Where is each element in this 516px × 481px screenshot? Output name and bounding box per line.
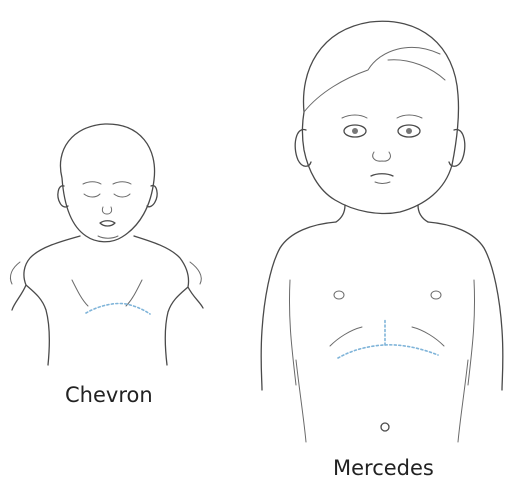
infant-arm-left-line — [10, 262, 20, 284]
toddler-right-arm-inner — [468, 280, 475, 385]
infant-chest-left — [72, 280, 88, 306]
toddler-mouth — [371, 174, 393, 176]
toddler-nose — [373, 152, 391, 161]
infant-mouth — [100, 221, 115, 226]
toddler-torso-left — [296, 360, 306, 442]
infant-torso-right — [134, 236, 203, 365]
toddler-hair-line — [304, 47, 445, 112]
toddler-figure — [261, 21, 503, 442]
infant-chin — [98, 236, 118, 238]
toddler-left-side — [261, 222, 336, 390]
infant-arm-right-line — [190, 262, 201, 284]
infant-head — [60, 124, 154, 242]
toddler-left-arm-inner — [289, 280, 296, 385]
infant-left-brow — [83, 182, 101, 184]
chevron-label: Chevron — [65, 383, 153, 407]
infant-torso-left — [12, 236, 80, 365]
infant-nose — [102, 207, 111, 214]
toddler-navel — [381, 423, 389, 431]
toddler-left-pupil — [352, 128, 358, 134]
toddler-right-side — [428, 222, 503, 390]
mercedes-incision-arc — [338, 345, 438, 358]
toddler-head — [303, 21, 459, 213]
toddler-left-brow — [342, 115, 367, 118]
toddler-lower-lip — [375, 182, 390, 184]
infant-chest-right — [126, 280, 142, 306]
toddler-rib-left — [330, 327, 362, 346]
toddler-torso-right — [458, 360, 468, 442]
infant-left-eye — [84, 194, 100, 197]
infant-figure — [10, 124, 203, 365]
toddler-right-pupil — [406, 128, 412, 134]
infant-right-eye — [114, 194, 130, 197]
toddler-right-nipple — [431, 291, 441, 299]
infant-right-brow — [113, 182, 131, 184]
chevron-incision — [86, 303, 150, 314]
mercedes-label: Mercedes — [333, 456, 434, 480]
toddler-right-brow — [397, 115, 422, 118]
toddler-rib-right — [412, 327, 444, 346]
toddler-left-nipple — [334, 291, 344, 299]
